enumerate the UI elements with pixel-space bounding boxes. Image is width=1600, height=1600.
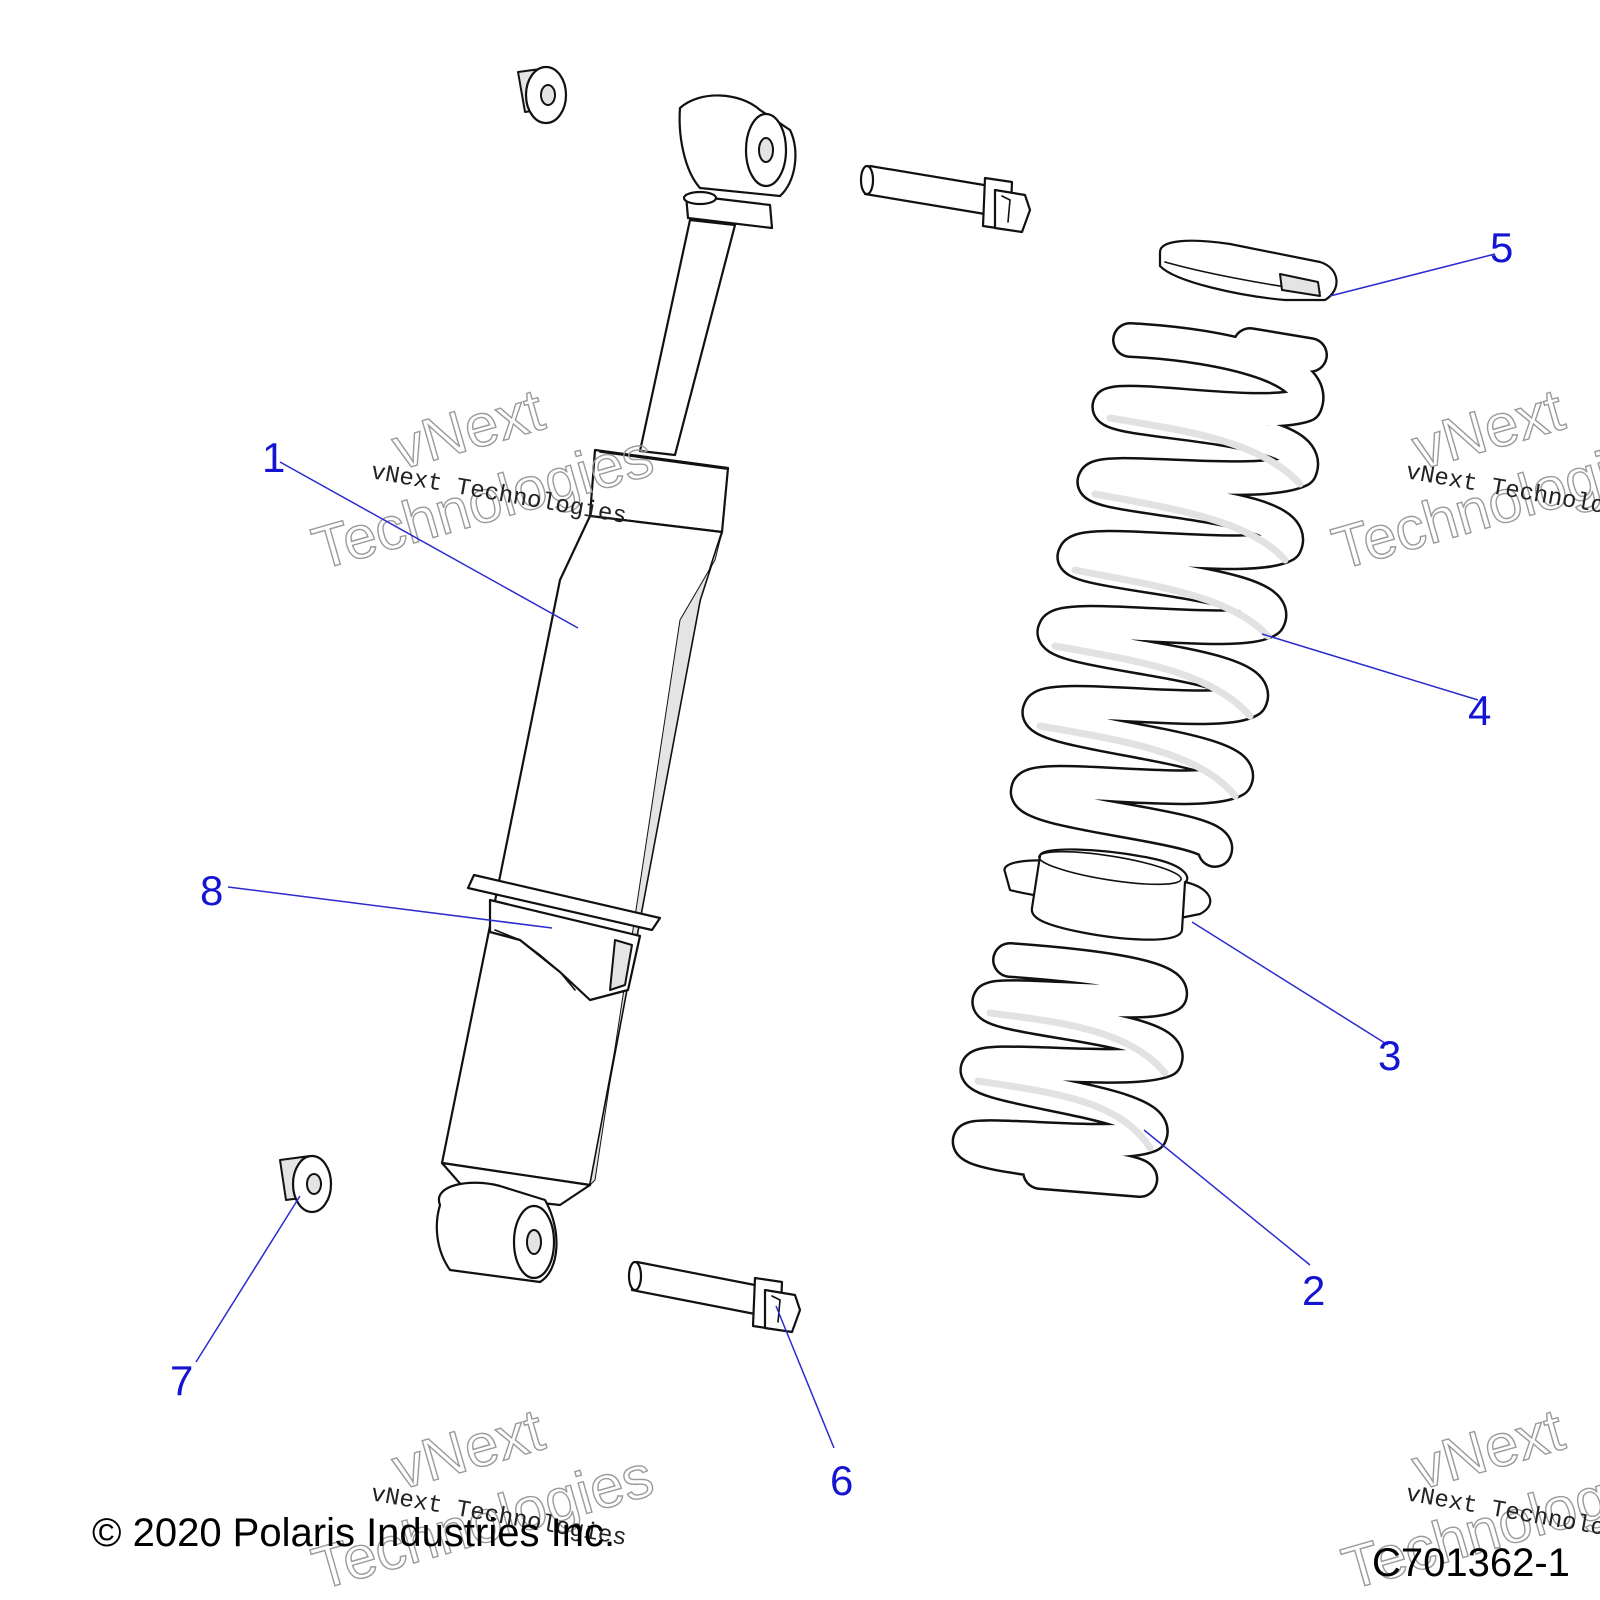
callout-8: 8 (200, 867, 223, 914)
leader-7 (195, 1195, 301, 1363)
shock-absorber (435, 94, 797, 1284)
callout-labels: 1 2 3 4 5 6 7 8 (170, 224, 1513, 1504)
callout-7: 7 (170, 1357, 193, 1404)
callout-4: 4 (1468, 687, 1491, 734)
figure-id: C701362-1 (1372, 1541, 1570, 1585)
leader-3 (1191, 921, 1389, 1046)
leader-2 (1143, 1129, 1311, 1266)
leader-5 (1329, 253, 1496, 297)
lower-coil-spring (952, 942, 1188, 1198)
lower-bushing (279, 1154, 333, 1214)
callout-2: 2 (1302, 1267, 1325, 1314)
upper-bushing (517, 65, 568, 125)
copyright-text: © 2020 Polaris Industries Inc. (92, 1511, 615, 1555)
leader-4 (1261, 633, 1479, 701)
callout-3: 3 (1378, 1032, 1401, 1079)
upper-bolt (859, 164, 1032, 234)
spring-retainer-top (1158, 239, 1338, 302)
lower-bolt (627, 1260, 802, 1334)
leader-lines (195, 253, 1496, 1449)
upper-coil-spring (1010, 322, 1328, 868)
leader-1 (279, 461, 579, 629)
spring-adapter (1003, 848, 1212, 941)
leader-8 (227, 886, 553, 929)
leader-6 (775, 1305, 835, 1449)
callout-5: 5 (1490, 224, 1513, 271)
callout-6: 6 (830, 1457, 853, 1504)
callout-1: 1 (262, 434, 285, 481)
